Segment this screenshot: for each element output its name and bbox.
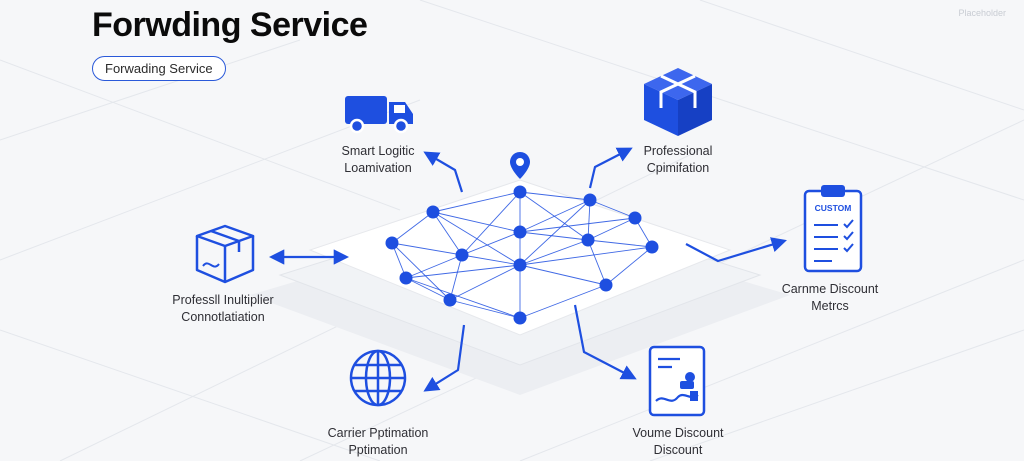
mesh-edge — [449, 264, 521, 301]
mesh-edge — [449, 254, 463, 301]
page-title: Forwding Service — [92, 6, 368, 44]
mesh-node — [455, 248, 469, 262]
node-label-clipboard: Carnme Discount Metrcs — [764, 281, 896, 315]
arrow-globe — [423, 324, 466, 392]
node-label-line: Metrcs — [811, 298, 849, 313]
mesh-edge — [519, 284, 607, 319]
arrow-clipboard — [685, 237, 787, 263]
node-label-line: Discount — [653, 442, 703, 457]
mesh-edge — [519, 191, 591, 201]
mesh-edge — [519, 199, 591, 233]
node-label-line: Carnme Discount — [781, 282, 879, 296]
mesh-edge — [461, 254, 521, 266]
mesh-edge — [519, 199, 591, 266]
box-icon — [644, 68, 712, 136]
node-label-line: Smart Logitic — [341, 144, 415, 158]
mesh-node — [399, 271, 413, 285]
mesh-edge — [605, 246, 653, 286]
mesh-edge — [519, 246, 653, 266]
mesh-edge — [432, 211, 521, 266]
arrow-box — [588, 147, 633, 189]
truck-icon — [345, 96, 413, 134]
mesh-edge — [519, 217, 636, 233]
node-label-package: Professll Inultiplier Connotlatiation — [152, 292, 294, 326]
mesh-node — [513, 311, 527, 325]
node-label-line: Cpimifation — [646, 160, 710, 175]
mesh-edge — [587, 239, 653, 248]
mesh-edge — [432, 211, 463, 256]
mesh-node — [443, 293, 457, 307]
connector-arrows — [268, 147, 787, 392]
mesh-edge — [519, 231, 589, 241]
mesh-node — [581, 233, 595, 247]
mesh-edge — [432, 191, 521, 213]
arrow-document — [573, 304, 637, 380]
mesh-edge — [519, 239, 589, 266]
mesh-node — [599, 278, 613, 292]
mesh-node — [385, 236, 399, 250]
mesh-edge — [449, 299, 521, 319]
node-label-line: Pptimation — [348, 442, 408, 457]
mesh-edge — [587, 217, 636, 241]
map-pin-icon — [510, 152, 530, 179]
mesh-edge — [391, 242, 463, 256]
node-label-document: Voume Discount Discount — [616, 425, 740, 459]
node-label-line: Carrier Pptimation — [327, 426, 429, 440]
mesh-edge — [587, 199, 591, 241]
node-label-line: Voume Discount — [632, 426, 724, 440]
watermark: Placeholder — [958, 8, 1006, 18]
mesh-edge — [461, 191, 521, 256]
network-mesh — [385, 185, 659, 325]
node-label-globe: Carrier Pptimation Pptimation — [308, 425, 448, 459]
mesh-node — [583, 193, 597, 207]
mesh-node — [513, 225, 527, 239]
node-label-box: Professional Cpimifation — [622, 143, 734, 177]
mesh-node — [645, 240, 659, 254]
node-label-truck: Smart Logitic Loamivation — [322, 143, 434, 177]
mesh-edge — [432, 211, 521, 233]
mesh-edge — [461, 231, 521, 256]
clipboard-badge: CUSTOM — [815, 203, 852, 213]
package-icon — [195, 224, 255, 284]
mesh-node — [513, 185, 527, 199]
mesh-edge — [405, 254, 463, 279]
mesh-edge — [405, 277, 451, 301]
mesh-edge — [587, 239, 607, 286]
node-label-line: Loamivation — [344, 160, 412, 175]
mesh-node — [426, 205, 440, 219]
mesh-edge — [589, 199, 636, 219]
mesh-node — [513, 258, 527, 272]
arrow-truck — [423, 151, 464, 193]
node-label-line: Professional — [643, 144, 713, 158]
globe-icon — [349, 349, 407, 407]
document-icon — [648, 345, 706, 417]
mesh-edge — [391, 211, 434, 244]
service-pill[interactable]: Forwading Service — [92, 56, 226, 81]
mesh-edge — [405, 277, 521, 319]
node-label-line: Connotlatiation — [181, 309, 265, 324]
mesh-node — [628, 211, 642, 225]
clipboard-icon: CUSTOM — [803, 185, 863, 273]
node-label-line: Professll Inultiplier — [172, 293, 274, 307]
mesh-edge — [519, 264, 607, 286]
